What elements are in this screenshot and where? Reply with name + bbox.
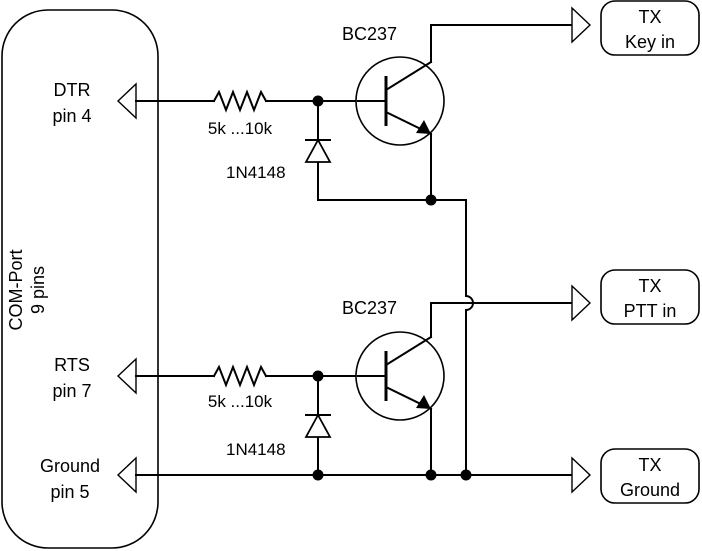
pin-rts-name: RTS	[54, 355, 90, 375]
diode-top-label: 1N4148	[226, 163, 286, 182]
output-ptt-line1: TX	[638, 276, 661, 296]
output-ptt-box	[600, 269, 700, 325]
junction-dot	[460, 469, 472, 481]
pin-dtr-number: pin 4	[52, 106, 91, 126]
transistor-bottom-label: BC237	[342, 298, 397, 318]
pin-ground-number: pin 5	[50, 482, 89, 502]
com-port-title-line1: COM-Port	[6, 250, 26, 331]
com-port-title-line2: 9 pins	[28, 266, 48, 314]
output-key-box	[600, 0, 700, 56]
resistor-bottom-symbol	[212, 364, 268, 388]
bottom-collector-wiring	[430, 302, 573, 476]
output-key-line2: Key in	[625, 32, 675, 52]
output-key-arrow	[571, 6, 592, 44]
output-ground-line2: Ground	[620, 480, 680, 500]
resistor-top-label: 5k ...10k	[208, 119, 273, 138]
com-port-connector-body	[1, 9, 159, 549]
output-ground-box	[600, 448, 700, 504]
output-ground-arrow	[571, 456, 592, 494]
transistor-top-label: BC237	[342, 24, 397, 44]
output-key-line1: TX	[638, 7, 661, 27]
junction-dot	[312, 95, 324, 107]
diode-top-symbol	[304, 138, 332, 163]
emitter-bus-wire	[465, 199, 474, 476]
output-ground-line1: TX	[638, 455, 661, 475]
junction-dot	[312, 370, 324, 382]
resistor-bottom-label: 5k ...10k	[208, 392, 273, 411]
diode-bottom-symbol	[304, 413, 332, 438]
pin-dtr-name: DTR	[54, 80, 91, 100]
junction-dot	[425, 469, 437, 481]
junction-dot	[312, 469, 324, 481]
pin-rts-number: pin 7	[52, 381, 91, 401]
output-ptt-line2: PTT in	[624, 301, 677, 321]
transistor-top-symbol	[355, 56, 445, 146]
output-ptt-arrow	[571, 284, 592, 322]
top-collector-wiring	[430, 24, 573, 201]
resistor-top-symbol	[212, 89, 268, 113]
junction-dot	[425, 194, 437, 206]
pin-ground-name: Ground	[40, 456, 100, 476]
diode-bottom-label: 1N4148	[226, 440, 286, 459]
transistor-bottom-symbol	[355, 331, 445, 421]
